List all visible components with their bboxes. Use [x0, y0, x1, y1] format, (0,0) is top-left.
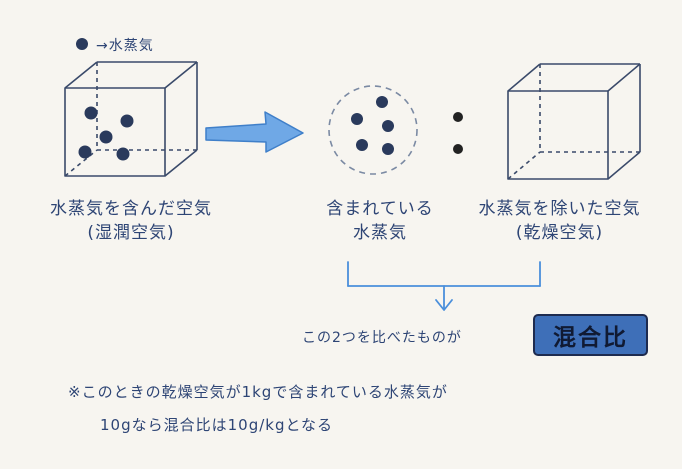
humid-air-label-line1: 水蒸気を含んだ空気 [50, 199, 212, 219]
dry-air-label-line1: 水蒸気を除いた空気 [478, 199, 641, 219]
dry-air-label: 水蒸気を除いた空気 (乾燥空気) [452, 197, 667, 245]
comparison-bracket [347, 261, 541, 311]
vapor-molecules-in-cube [78, 106, 134, 161]
dry-air-label-line2: (乾燥空気) [515, 223, 604, 243]
vapor-molecule [376, 96, 388, 108]
vapor-molecule [351, 113, 363, 125]
vapor-molecule [382, 143, 394, 155]
ratio-colon [453, 112, 463, 154]
vapor-molecule [99, 130, 113, 144]
vapor-dashed-circle [328, 85, 418, 175]
humid-air-label-line2: (湿潤空気) [87, 223, 175, 243]
vapor-molecule [356, 139, 368, 151]
conclusion-text: この2つを比べたものが [302, 330, 462, 346]
mixing-ratio-badge: 混合比 [533, 314, 648, 356]
note-line-2: 10gなら混合比は10g/kgとなる [100, 416, 334, 434]
vapor-molecule [78, 145, 92, 159]
humid-air-cube [64, 61, 198, 177]
vapor-molecule [116, 147, 130, 161]
contained-vapor-label-line2: 水蒸気 [353, 223, 407, 243]
contained-vapor-label: 含まれている 水蒸気 [300, 197, 460, 245]
dry-air-cube [507, 63, 641, 180]
vapor-molecule [84, 106, 98, 120]
note-line-1: ※このときの乾燥空気が1kgで含まれている水蒸気が [68, 383, 448, 401]
vapor-molecule [120, 114, 134, 128]
contained-vapor-label-line1: 含まれている [326, 199, 434, 219]
humid-air-label: 水蒸気を含んだ空気 (湿潤空気) [36, 197, 226, 245]
legend-dot [76, 38, 88, 50]
vapor-molecules-in-circle [351, 96, 394, 155]
legend-label: →水蒸気 [96, 38, 154, 54]
right-arrow [205, 111, 304, 153]
vapor-molecule [382, 120, 394, 132]
